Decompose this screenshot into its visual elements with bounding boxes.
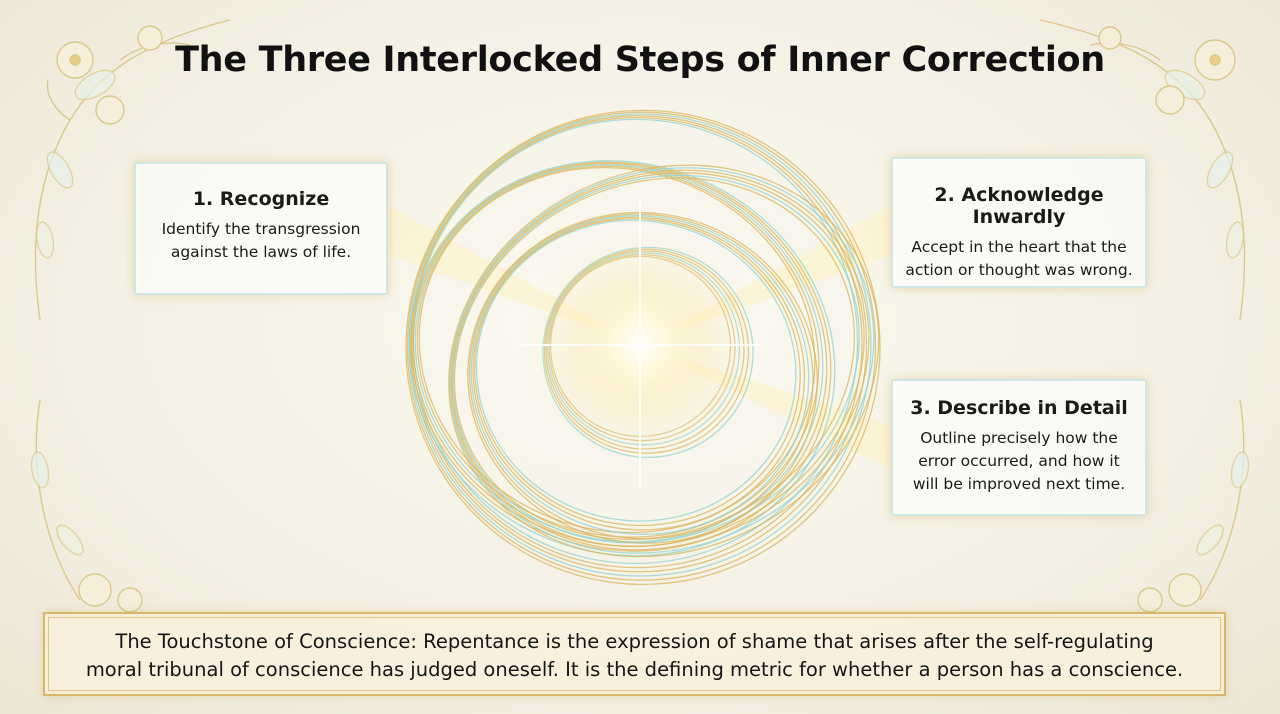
banner-line: The Touchstone of Conscience: Repentance… bbox=[115, 630, 1154, 653]
ring-strand bbox=[467, 211, 818, 544]
ring-strand bbox=[448, 164, 880, 558]
step-3-line: will be improved next time. bbox=[912, 475, 1126, 493]
floral-corner-bottom-right bbox=[1137, 399, 1250, 613]
ring-strand bbox=[411, 116, 863, 569]
ring-strand bbox=[468, 213, 814, 540]
ring-strand bbox=[409, 115, 868, 573]
step-3-line: Outline precisely how the bbox=[920, 429, 1118, 447]
ring-strand bbox=[470, 215, 810, 535]
ring-strand bbox=[475, 219, 797, 522]
step-1-description: Identify the transgression against the l… bbox=[136, 218, 386, 264]
step-1-line: Identify the transgression bbox=[161, 220, 361, 238]
page-title: The Three Interlocked Steps of Inner Cor… bbox=[175, 40, 1105, 80]
ring-strand bbox=[406, 111, 877, 581]
step-3-description: Outline precisely how the error occurred… bbox=[893, 427, 1145, 496]
step-card-acknowledge: 2. Acknowledge Inwardly Accept in the he… bbox=[891, 157, 1147, 288]
ring-strand bbox=[449, 167, 875, 554]
floral-corner-top-right bbox=[1039, 19, 1246, 321]
floral-corner-bottom-left bbox=[30, 399, 143, 613]
step-card-describe: 3. Describe in Detail Outline precisely … bbox=[891, 379, 1147, 516]
ring-strand bbox=[452, 174, 860, 544]
step-card-recognize: 1. Recognize Identify the transgression … bbox=[134, 162, 388, 295]
ring-strand bbox=[472, 216, 806, 531]
step-1-line: against the laws of life. bbox=[170, 243, 352, 261]
ring-strand bbox=[405, 109, 881, 586]
step-3-line: error occurred, and how it bbox=[918, 452, 1120, 470]
ring-strand bbox=[474, 218, 801, 527]
center-starburst bbox=[520, 200, 760, 490]
ring-strand bbox=[453, 177, 856, 541]
step-2-description: Accept in the heart that the action or t… bbox=[893, 236, 1145, 282]
ring-strand bbox=[451, 172, 865, 547]
step-3-title: 3. Describe in Detail bbox=[910, 397, 1128, 419]
step-2-title: 2. Acknowledge Inwardly bbox=[934, 184, 1104, 228]
step-2-line: action or thought was wrong. bbox=[905, 261, 1133, 279]
ring-strand bbox=[450, 169, 870, 551]
floral-corner-top-left bbox=[34, 19, 231, 321]
step-2-line: Accept in the heart that the bbox=[911, 238, 1127, 256]
ring-strand bbox=[416, 165, 820, 538]
banner-line: moral tribunal of conscience has judged … bbox=[85, 658, 1184, 681]
touchstone-banner: The Touchstone of Conscience: Repentance… bbox=[43, 612, 1226, 696]
step-1-title: 1. Recognize bbox=[192, 188, 330, 210]
